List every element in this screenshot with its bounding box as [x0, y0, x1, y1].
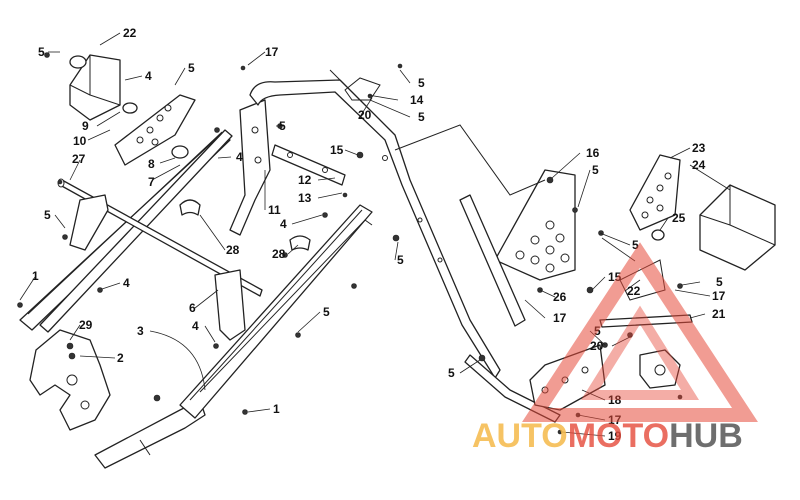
callout-19: 19	[608, 429, 622, 443]
callout-8: 8	[148, 157, 155, 171]
callout-5: 5	[188, 61, 195, 75]
callout-5: 5	[418, 110, 425, 124]
callout-5: 5	[592, 163, 599, 177]
roll-bar-hoop	[249, 79, 501, 379]
callout-5: 5	[323, 305, 330, 319]
steering-bracket	[229, 99, 271, 236]
callout-28: 28	[226, 243, 240, 257]
callout-20: 20	[358, 108, 372, 122]
callout-4: 4	[123, 276, 130, 290]
callout-labels: 22 5 4 5 9 10 27 8 7 4 5 28 1 4 29 3 2 6…	[32, 26, 726, 443]
callout-15: 15	[330, 143, 344, 157]
callout-26: 26	[553, 290, 567, 304]
callout-5: 5	[397, 253, 404, 267]
callout-3: 3	[137, 324, 144, 338]
callout-5: 5	[418, 76, 425, 90]
callout-18: 18	[608, 393, 622, 407]
callout-17: 17	[553, 311, 567, 325]
callout-22: 22	[123, 26, 137, 40]
callout-24: 24	[692, 158, 706, 172]
callout-9: 9	[82, 119, 89, 133]
callout-5: 5	[44, 208, 51, 222]
rubber-bumper-9	[122, 102, 138, 114]
perforated-plate-right	[494, 169, 576, 281]
watermark-logo: AUTOMOTOHUB	[472, 242, 758, 455]
rubber-bumper-25	[651, 229, 665, 241]
callout-2: 2	[117, 351, 124, 365]
callout-4: 4	[192, 319, 199, 333]
callout-11: 11	[268, 203, 281, 217]
watermark-text: AUTOMOTOHUB	[472, 417, 743, 455]
callout-17: 17	[265, 45, 279, 59]
callout-1: 1	[273, 402, 280, 416]
angle-bracket	[214, 269, 246, 341]
callout-12: 12	[298, 173, 312, 187]
storage-box-24	[699, 184, 776, 271]
callout-5: 5	[279, 119, 286, 133]
top-rail	[39, 129, 233, 333]
callout-27: 27	[72, 152, 86, 166]
callout-4: 4	[145, 69, 152, 83]
callout-4: 4	[236, 150, 243, 164]
watermark-text-hub: HUB	[669, 417, 743, 455]
vertical-channel	[459, 194, 526, 327]
parts-drawing	[17, 52, 776, 469]
main-frame-rail	[179, 204, 373, 419]
callout-23: 23	[692, 141, 706, 155]
callout-6: 6	[189, 301, 196, 315]
callout-21: 21	[712, 307, 726, 321]
callout-13: 13	[298, 191, 312, 205]
callout-20: 20	[590, 339, 604, 353]
side-bracket-left	[69, 194, 109, 251]
watermark-inner-triangle	[580, 305, 700, 400]
callout-5: 5	[448, 366, 455, 380]
callout-25: 25	[672, 211, 686, 225]
callout-5: 5	[716, 275, 723, 289]
callout-4: 4	[280, 217, 287, 231]
callout-22: 22	[627, 284, 641, 298]
callout-17: 17	[712, 289, 726, 303]
callout-5: 5	[38, 45, 45, 59]
clip-bracket-14	[344, 77, 381, 101]
hardware-bolts	[17, 52, 683, 435]
callout-29: 29	[79, 318, 93, 332]
callout-28: 28	[272, 247, 286, 261]
perforated-plate-left	[114, 94, 196, 166]
rubber-bumper-8	[171, 145, 189, 159]
callout-7: 7	[148, 175, 155, 189]
watermark-triangle	[522, 242, 758, 422]
callout-5: 5	[632, 238, 639, 252]
tube-clamp-28a	[179, 199, 201, 216]
watermark-text-moto: MOTO	[568, 417, 669, 455]
callout-1: 1	[32, 269, 39, 283]
callout-16: 16	[586, 146, 600, 160]
leader-lines	[19, 32, 731, 437]
callout-14: 14	[410, 93, 424, 107]
watermark-text-auto: AUTO	[472, 417, 568, 455]
callout-10: 10	[73, 134, 87, 148]
tube-clamp-28b	[289, 235, 311, 251]
lower-frame-rail	[94, 399, 206, 469]
